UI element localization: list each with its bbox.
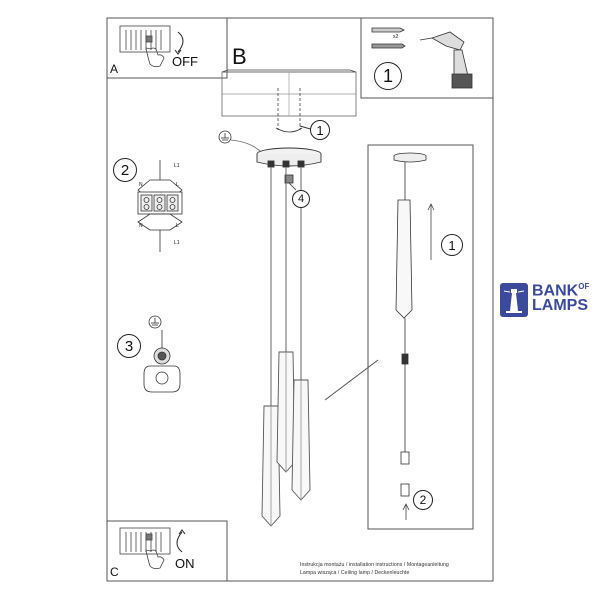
panel-b-letter: B <box>232 44 247 69</box>
terminal-phase-label: L <box>176 182 179 188</box>
terminal-block-icon <box>137 160 183 252</box>
step-ground-badge: 3 <box>117 334 141 358</box>
detail-canopy-icon <box>393 152 427 497</box>
step-connector-badge: 2 <box>413 490 433 510</box>
breaker-box-on-icon <box>119 527 171 555</box>
ground-terminal-icon <box>143 315 181 393</box>
terminal-phase-wire-label-bottom: L1 <box>174 240 180 246</box>
outer-frame <box>106 17 494 582</box>
detail-panel-box <box>367 144 474 530</box>
switch-arrow-icon <box>177 31 184 53</box>
lighthouse-icon <box>500 283 528 317</box>
tools-quantity-label: x2 <box>393 34 399 40</box>
terminal-neutral-label: N <box>139 182 143 188</box>
terminal-phase-wire-label: L1 <box>174 163 180 169</box>
panel-c-box <box>106 520 228 582</box>
panel-c-letter: C <box>110 565 119 579</box>
cable-clamp-icon <box>284 174 297 191</box>
switch-off-label: OFF <box>172 54 198 69</box>
step-tools-badge: 1 <box>374 62 402 90</box>
hand-icon-c <box>145 549 165 570</box>
hand-icon <box>145 47 165 68</box>
panel-a-box <box>106 17 228 79</box>
terminal-neutral-label-bottom: N <box>139 223 143 229</box>
step-mount-badge: 1 <box>310 120 330 140</box>
bank-of-lamps-logo: BANKOF LAMPS <box>500 282 600 318</box>
step-clamp-badge: 4 <box>292 190 310 208</box>
drill-icon <box>419 31 473 89</box>
up-arrow-icon <box>402 203 435 520</box>
step-cable-badge: 1 <box>441 234 463 256</box>
footer-line-2: Lampa wisząca / Ceiling lamp / Deckenleu… <box>300 570 410 576</box>
brand-name-top: BANKOF <box>532 282 590 300</box>
wall-plug-icon <box>371 27 406 49</box>
breaker-box-off-icon <box>119 25 171 53</box>
step-wiring-badge: 2 <box>113 158 137 182</box>
switch-on-label: ON <box>175 556 195 571</box>
pendant-tube-right <box>291 379 311 501</box>
canopy-icon <box>256 147 322 168</box>
ground-symbol-icon <box>218 130 262 153</box>
brand-name-bottom: LAMPS <box>532 297 588 314</box>
pendant-tube-left <box>261 405 281 527</box>
ceiling-icon <box>221 69 357 133</box>
tools-panel-box <box>360 17 494 99</box>
switch-arrow-icon-c <box>176 531 183 553</box>
panel-a-letter: A <box>110 62 119 76</box>
footer-line-1: Instrukcja montażu / installation instru… <box>300 562 449 568</box>
terminal-phase-label-bottom: L <box>176 223 179 229</box>
pendant-tube-middle <box>276 351 296 473</box>
